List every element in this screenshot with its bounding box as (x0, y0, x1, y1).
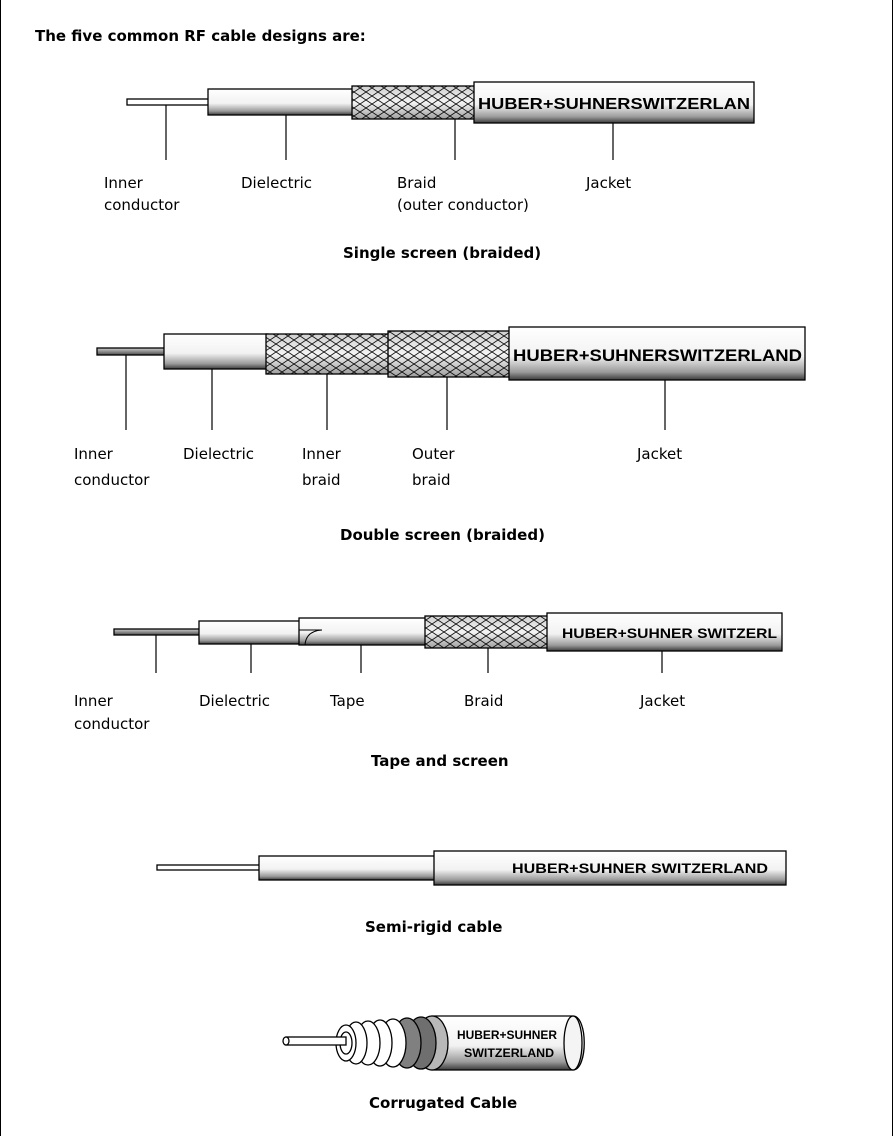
label-inner-conductor: Inner conductor (74, 692, 150, 733)
jacket-print-line-1: HUBER+SUHNER (457, 1028, 557, 1042)
label-dielectric: Dielectric (183, 445, 254, 463)
jacket (431, 1015, 585, 1071)
cable-semi-rigid: HUBER+SUHNER SWITZERLAND Semi-rigid cabl… (156, 850, 787, 936)
jacket-print: HUBER+SUHNER SWITZERLAND (512, 860, 768, 876)
caption-tape-and-screen: Tape and screen (371, 752, 509, 770)
dielectric (163, 333, 269, 370)
cable-single-screen: HUBER+SUHNERSWITZERLAN Inner conductor D… (104, 81, 755, 262)
inner-conductor (96, 347, 166, 356)
label-jacket: Jacket (636, 445, 682, 463)
jacket (546, 612, 783, 652)
label-tape: Tape (329, 692, 365, 710)
inner-conductor (156, 864, 262, 871)
caption-semi-rigid: Semi-rigid cable (365, 918, 502, 936)
inner-conductor (285, 1036, 347, 1046)
caption-corrugated: Corrugated Cable (369, 1094, 517, 1112)
jacket-print: HUBER+SUHNERSWITZERLAND (513, 347, 802, 365)
label-jacket: Jacket (585, 174, 631, 192)
label-inner-conductor: Inner conductor (74, 445, 150, 489)
cable-double-screen: HUBER+SUHNERSWITZERLAND Inner conductor … (74, 326, 806, 544)
jacket (508, 326, 806, 381)
dielectric (258, 855, 437, 881)
dielectric (198, 620, 302, 645)
jacket (433, 850, 787, 886)
label-inner-conductor: Inner conductor (104, 174, 180, 214)
inner-conductor (113, 628, 201, 636)
jacket-print: HUBER+SUHNER SWITZERL (562, 625, 777, 641)
jacket-print: HUBER+SUHNERSWITZERLAN (478, 96, 750, 113)
cable-tape-and-screen: HUBER+SUHNER SWITZERL Inner conductor Di… (74, 612, 783, 770)
tape (298, 617, 427, 646)
inner-conductor (126, 98, 210, 106)
label-dielectric: Dielectric (199, 692, 270, 710)
label-jacket: Jacket (639, 692, 685, 710)
cable-corrugated: HUBER+SUHNER SWITZERLAND Corrugated Cabl… (282, 1015, 585, 1112)
label-dielectric: Dielectric (241, 174, 312, 192)
label-braid: Braid (outer conductor) (397, 174, 529, 214)
dielectric (207, 88, 355, 116)
label-inner-braid: Inner braid (302, 445, 346, 489)
caption-single-screen: Single screen (braided) (343, 244, 541, 262)
jacket-print-line-2: SWITZERLAND (464, 1046, 554, 1060)
jacket (473, 81, 755, 124)
label-outer-braid: Outer braid (412, 445, 459, 489)
caption-double-screen: Double screen (braided) (340, 526, 545, 544)
page-heading: The five common RF cable designs are: (35, 27, 366, 45)
label-braid: Braid (464, 692, 503, 710)
